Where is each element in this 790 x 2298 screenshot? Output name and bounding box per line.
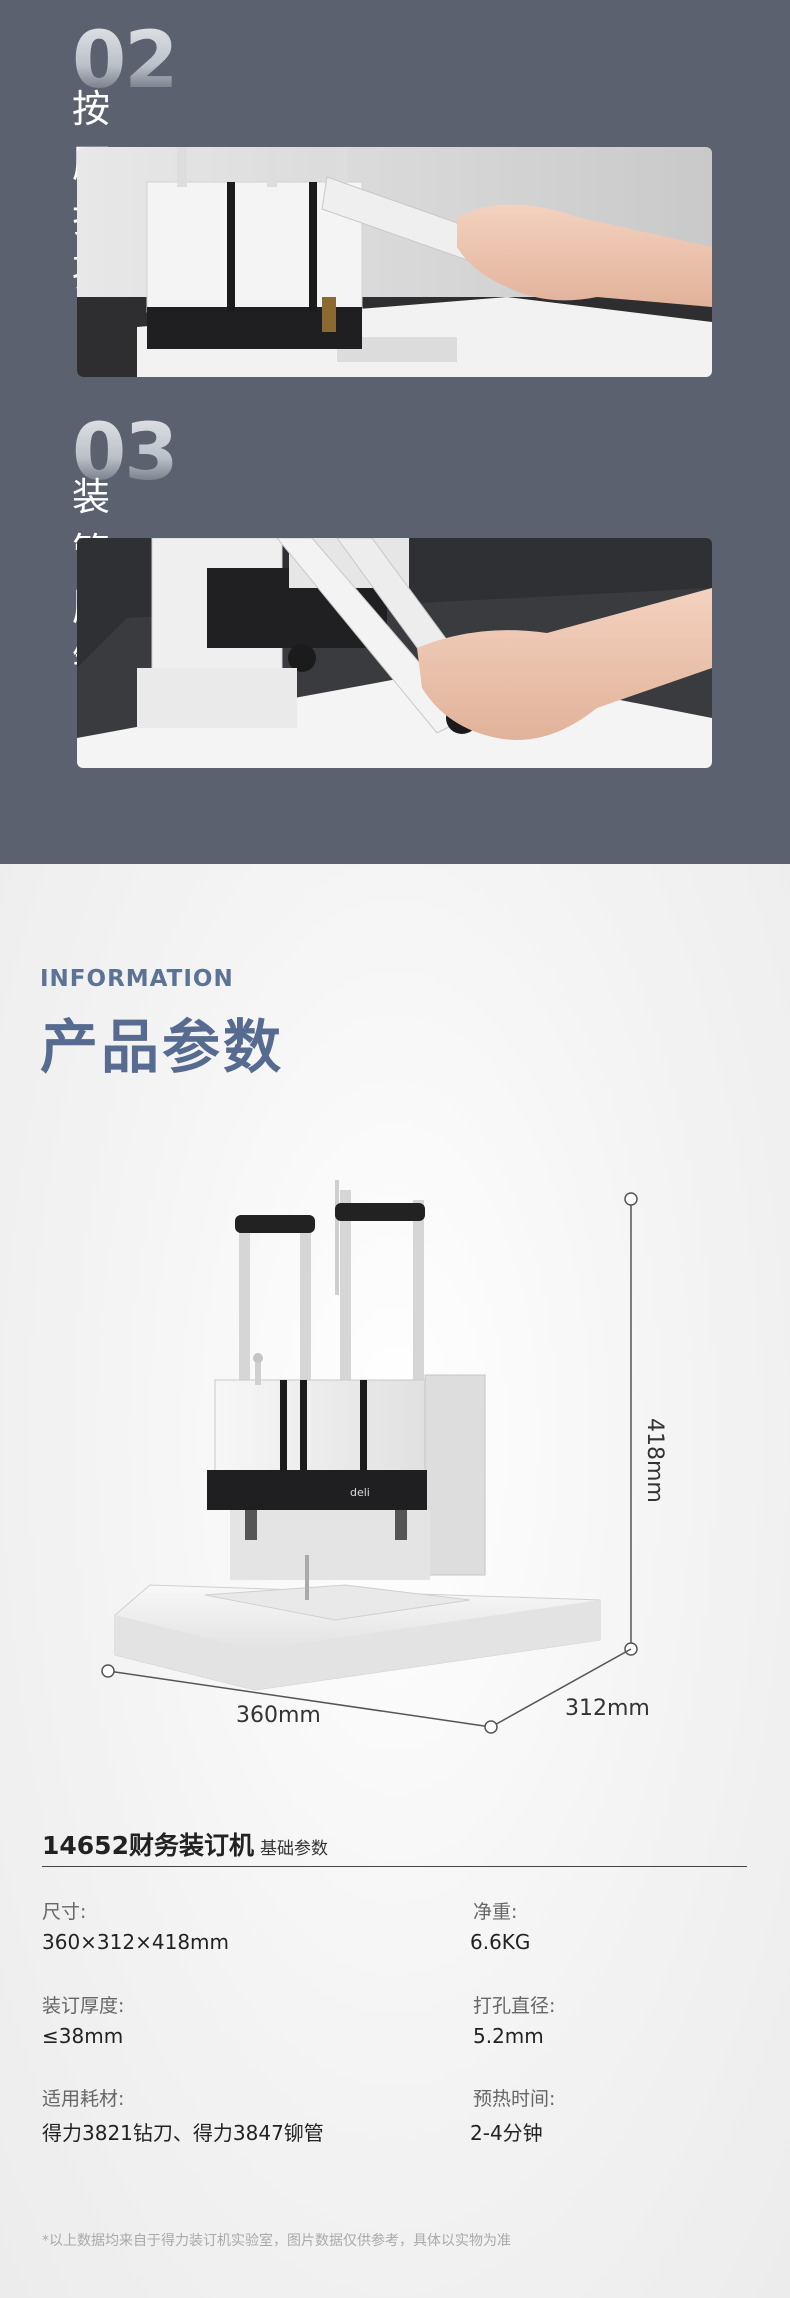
product-logo: deli <box>350 1486 370 1499</box>
binding-machine-illustration: deli <box>114 1175 601 1691</box>
spec-value-size: 360×312×418mm <box>42 1930 230 1954</box>
spec-label-size: 尺寸: <box>42 1901 87 1923</box>
spec-label-thickness: 装订厚度: <box>42 1995 125 2017</box>
product-image: deli <box>95 1175 655 1710</box>
information-section <box>0 864 790 2298</box>
step-number: 03 <box>72 408 179 498</box>
spec-value-thickness: ≤38mm <box>42 2024 124 2048</box>
photo-riveting <box>77 538 712 768</box>
section-label-en: INFORMATION <box>40 966 234 992</box>
photo-punching <box>77 147 712 377</box>
punching-illustration <box>77 147 712 377</box>
spec-value-preheat: 2-4分钟 <box>470 2121 543 2145</box>
height-dimension: 418mm <box>642 1418 667 1503</box>
model-title: 14652财务装订机 <box>42 1831 254 1860</box>
section-title: 产品参数 <box>40 1013 285 1081</box>
spec-label-preheat: 预热时间: <box>473 2088 556 2110</box>
width-dimension: 360mm <box>236 1703 321 1728</box>
spec-divider <box>42 1866 747 1867</box>
spec-label-hole: 打孔直径: <box>473 1995 556 2017</box>
depth-dimension: 312mm <box>565 1696 650 1721</box>
spec-label-weight: 净重: <box>473 1901 518 1923</box>
spec-value-consumables: 得力3821钻刀、得力3847铆管 <box>42 2121 324 2145</box>
spec-value-weight: 6.6KG <box>470 1930 531 1954</box>
spec-value-hole: 5.2mm <box>473 2024 544 2048</box>
disclaimer-note: *以上数据均来自于得力装订机实验室，图片数据仅供参考，具体以实物为准 <box>42 2233 511 2249</box>
riveting-illustration <box>77 538 712 768</box>
spec-label-consumables: 适用耗材: <box>42 2088 125 2110</box>
step-number: 02 <box>72 16 179 106</box>
spec-subtitle: 基础参数 <box>259 1839 328 1859</box>
spec-title: 14652财务装订机基础参数 <box>42 1826 328 1862</box>
